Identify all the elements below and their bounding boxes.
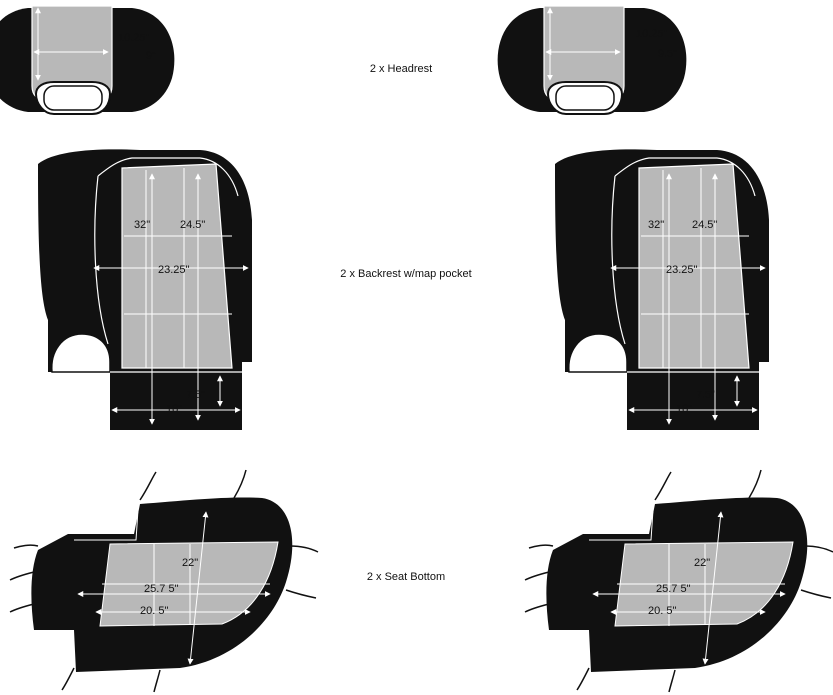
left-headrest-height-label: 10.25" — [118, 32, 150, 44]
right-seat-inner-width-label: 20. 5" — [648, 605, 676, 617]
left-seat-depth-label: 22" — [182, 557, 198, 569]
right-backrest-height-inner-label: 24.5" — [692, 219, 717, 231]
left-headrest-width-label: 9" — [146, 50, 156, 62]
left-backrest-height-outer-label: 32" — [134, 219, 150, 231]
right-seat-bottom-panel — [525, 470, 833, 692]
left-pocket-width-label: 18" — [166, 403, 182, 415]
left-seat-width-label: 25.7 5" — [144, 583, 179, 595]
right-backrest-panel — [555, 149, 769, 430]
headrest-caption: 2 x Headrest — [369, 63, 433, 75]
left-pocket-height-label: 7.5" — [186, 389, 205, 401]
right-pocket-width-label: 18" — [676, 403, 692, 415]
right-seat-depth-label: 22" — [694, 557, 710, 569]
left-backrest-panel — [38, 149, 252, 430]
right-headrest-height-label: 10.25" — [636, 28, 668, 40]
seat-bottom-caption: 2 x Seat Bottom — [366, 571, 446, 583]
right-backrest-width-label: 23.25" — [666, 264, 698, 276]
left-backrest-width-label: 23.25" — [158, 264, 190, 276]
right-headrest-width-label: 9.5" — [658, 48, 677, 60]
left-seat-inner-width-label: 20. 5" — [140, 605, 168, 617]
left-seat-bottom-panel — [10, 470, 318, 692]
right-seat-width-label: 25.7 5" — [656, 583, 691, 595]
left-backrest-height-inner-label: 24.5" — [180, 219, 205, 231]
right-headrest-panel — [498, 6, 687, 114]
right-pocket-height-label: 7.5" — [696, 389, 715, 401]
right-backrest-height-outer-label: 32" — [648, 219, 664, 231]
backrest-caption: 2 x Backrest w/map pocket — [340, 268, 472, 280]
